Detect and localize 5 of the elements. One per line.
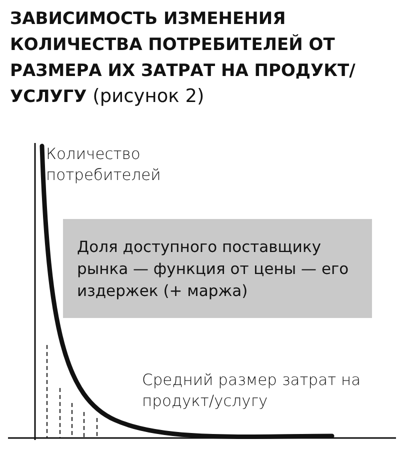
shaded-panel: [63, 219, 372, 318]
axis-label: Средний размер затрат на продукт/услугу: [142, 370, 362, 412]
axis-label: Количество потребителей: [46, 144, 162, 186]
panel-text: Доля доступного поставщику рынка — функция от цены — его издержек (+ маржа): [77, 236, 350, 302]
title: ЗАВИСИМОСТЬ ИЗМЕНЕНИЯ КОЛИЧЕСТВА ПОТРЕБИТЕЛЕЙ ОТ РАЗМЕРА ИХ ЗАТРАТ НА ПРОДУКТ/УСЛУГУ (рисунок 2): [10, 8, 356, 109]
